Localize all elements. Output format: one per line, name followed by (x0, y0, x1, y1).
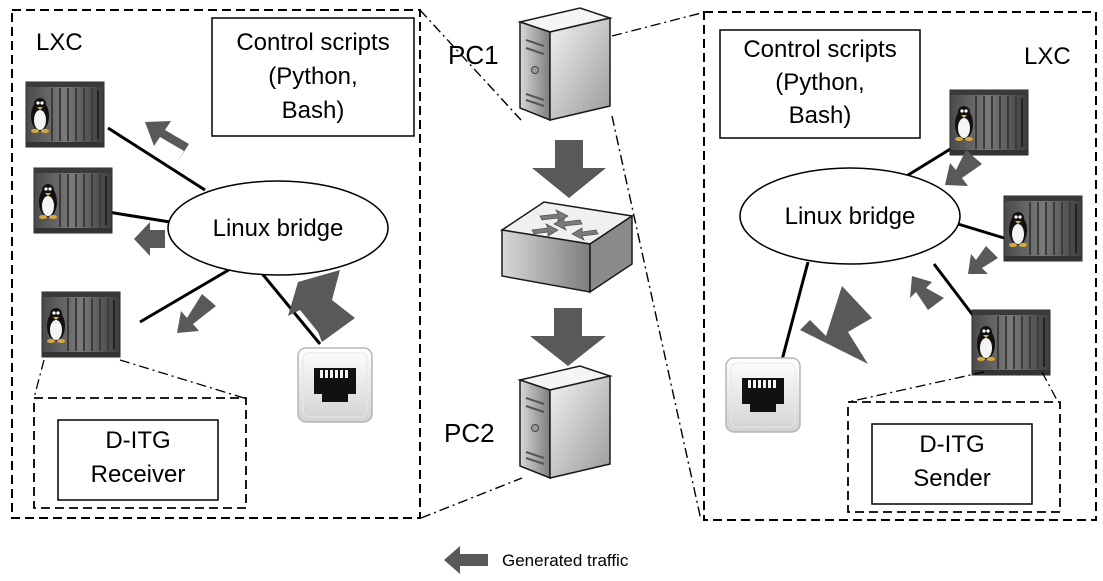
left-links (107, 126, 322, 345)
lxc-container-icon (25, 81, 105, 148)
traffic-arrow-icon (444, 546, 488, 574)
lxc-container-icon (971, 309, 1051, 376)
traffic-arrow-icon (968, 246, 998, 274)
right-control-line2: (Python, (775, 69, 864, 96)
left-app-line1: D-ITG (105, 427, 170, 454)
right-app-box: D-ITG Sender (871, 423, 1033, 505)
pc1-label: PC1 (448, 40, 499, 70)
left-control-line2: (Python, (268, 63, 357, 90)
left-control-line3: Bash) (282, 97, 345, 124)
server-tower-icon (519, 7, 611, 121)
left-app-line2: Receiver (91, 461, 186, 488)
traffic-arrow-icon (134, 222, 165, 256)
traffic-arrow-icon (288, 270, 355, 342)
traffic-arrow-icon (145, 121, 189, 164)
right-bridge: Linux bridge (739, 167, 961, 265)
right-app-connectors (847, 371, 1059, 403)
ethernet-port-icon (297, 347, 373, 423)
ethernet-port-icon (725, 357, 801, 433)
network-switch-icon (501, 201, 633, 293)
left-app-container (33, 397, 247, 509)
center-topology: PC1 PC2 (444, 7, 633, 479)
left-host-panel: LXC Control scripts (Python, Bash) Linux… (11, 9, 421, 519)
traffic-arrow-icon (945, 150, 982, 186)
left-app-connectors (33, 359, 245, 399)
pc2-label: PC2 (444, 418, 495, 448)
zoom-connectors (419, 9, 706, 521)
lxc-container-icon (33, 167, 113, 234)
left-app-box: D-ITG Receiver (57, 419, 219, 501)
legend-label: Generated traffic (502, 551, 629, 570)
right-traffic-arrows (800, 150, 998, 364)
lxc-container-icon (949, 89, 1029, 156)
left-control-line1: Control scripts (236, 29, 389, 56)
legend: Generated traffic (444, 546, 629, 574)
right-bridge-label: Linux bridge (785, 203, 916, 230)
left-bridge-label: Linux bridge (213, 215, 344, 242)
right-control-line1: Control scripts (743, 36, 896, 63)
traffic-arrow-icon (530, 308, 606, 366)
traffic-arrow-icon (177, 294, 216, 333)
right-lxc-label: LXC (1024, 43, 1071, 70)
lxc-container-icon (41, 291, 121, 358)
traffic-arrow-icon (532, 140, 606, 198)
left-control-scripts-box: Control scripts (Python, Bash) (211, 17, 415, 137)
traffic-arrow-icon (800, 286, 872, 364)
right-app-container (847, 401, 1061, 513)
left-traffic-arrows (134, 121, 355, 342)
right-control-scripts-box: Control scripts (Python, Bash) (719, 29, 921, 139)
server-tower-icon (519, 365, 611, 479)
right-control-line3: Bash) (789, 102, 852, 129)
right-app-line1: D-ITG (919, 431, 984, 458)
lxc-container-icon (1003, 195, 1083, 262)
right-host-panel: Control scripts (Python, Bash) LXC Linux… (703, 11, 1097, 521)
traffic-arrow-icon (910, 276, 944, 310)
left-bridge: Linux bridge (167, 180, 389, 276)
left-lxc-label: LXC (36, 29, 83, 56)
right-app-line2: Sender (913, 465, 990, 492)
